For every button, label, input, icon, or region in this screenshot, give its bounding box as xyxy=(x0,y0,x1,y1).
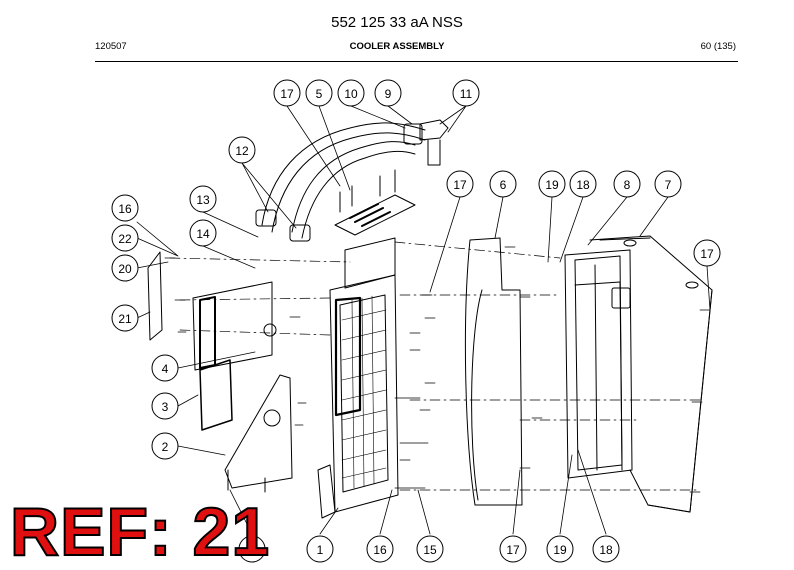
bolts xyxy=(164,246,711,493)
callout-12: 12 xyxy=(228,136,256,164)
callout-number: 22 xyxy=(118,232,132,246)
callout-number: 19 xyxy=(545,178,559,192)
callout-18: 18 xyxy=(569,170,597,198)
callout-16: 16 xyxy=(111,194,139,222)
callout-group: 17 5 10 9 11 12 13 14 16 22 20 21 4 3 2 17 6 19 18 8 7 17 1 16 1… xyxy=(111,79,721,563)
callout-11: 11 xyxy=(452,79,480,107)
callout-number: 17 xyxy=(453,178,467,192)
callout-17: 17 xyxy=(693,239,721,267)
callout-number: 19 xyxy=(553,543,567,557)
callout-number: 1 xyxy=(317,543,324,557)
side-plate xyxy=(224,374,293,493)
callout-number: 18 xyxy=(576,178,590,192)
callout-number: 15 xyxy=(423,543,437,557)
page-number: 60 (135) xyxy=(700,41,736,52)
callout-22: 22 xyxy=(111,224,139,252)
leader-lines xyxy=(136,105,711,535)
callout-19: 19 xyxy=(546,535,574,563)
callout-number: 4 xyxy=(162,362,169,376)
callout-20: 20 xyxy=(111,254,139,282)
callout-number: 14 xyxy=(196,227,210,241)
callout-13: 13 xyxy=(189,185,217,213)
callout-7: 7 xyxy=(654,170,682,198)
callout-number: 21 xyxy=(118,312,132,326)
callout-number: 16 xyxy=(118,202,132,216)
callout-21: 21 xyxy=(111,304,139,332)
document-code: 120507 xyxy=(95,41,127,52)
reference-label: REF: 21 xyxy=(9,494,271,570)
callout-4: 4 xyxy=(151,354,179,382)
callout-number: 17 xyxy=(700,247,714,261)
callout-11: 11 xyxy=(238,535,266,563)
callout-number: 5 xyxy=(316,87,323,101)
callout-3: 3 xyxy=(151,392,179,420)
section-title: COOLER ASSEMBLY xyxy=(349,41,445,52)
oval-shroud xyxy=(464,237,523,506)
callout-6: 6 xyxy=(489,170,517,198)
callout-number: 16 xyxy=(373,543,387,557)
callout-number: 18 xyxy=(599,543,613,557)
callout-number: 7 xyxy=(665,178,672,192)
callout-17: 17 xyxy=(499,535,527,563)
callout-number: 8 xyxy=(624,178,631,192)
callout-1: 1 xyxy=(306,535,334,563)
callout-number: 17 xyxy=(506,543,520,557)
callout-number: 13 xyxy=(196,193,210,207)
callout-number: 17 xyxy=(280,87,294,101)
callout-2: 2 xyxy=(151,432,179,460)
callout-14: 14 xyxy=(189,219,217,247)
callout-number: 9 xyxy=(385,87,392,101)
inner-panel xyxy=(192,281,277,431)
callout-number: 20 xyxy=(118,262,132,276)
gasket-frame xyxy=(147,251,163,341)
callout-number: 11 xyxy=(246,543,259,557)
callout-number: 3 xyxy=(162,400,169,414)
upper-bracket xyxy=(334,169,416,236)
callout-number: 6 xyxy=(500,178,507,192)
hoses xyxy=(255,119,449,242)
callout-number: 12 xyxy=(235,144,249,158)
callout-10: 10 xyxy=(337,79,365,107)
callout-9: 9 xyxy=(374,79,402,107)
fan-shroud xyxy=(317,237,399,519)
callout-17: 17 xyxy=(273,79,301,107)
radiator-frame xyxy=(589,235,713,513)
callout-number: 11 xyxy=(460,87,473,101)
callout-18: 18 xyxy=(592,535,620,563)
callout-number: 10 xyxy=(344,87,358,101)
callout-16: 16 xyxy=(366,535,394,563)
callout-number: 2 xyxy=(162,440,169,454)
callout-17: 17 xyxy=(446,170,474,198)
header-rule xyxy=(95,61,738,62)
document-title: 552 125 33 aA NSS xyxy=(331,14,463,31)
callout-19: 19 xyxy=(538,170,566,198)
callout-15: 15 xyxy=(416,535,444,563)
callout-5: 5 xyxy=(305,79,333,107)
callout-8: 8 xyxy=(613,170,641,198)
radiator-core xyxy=(564,249,633,479)
